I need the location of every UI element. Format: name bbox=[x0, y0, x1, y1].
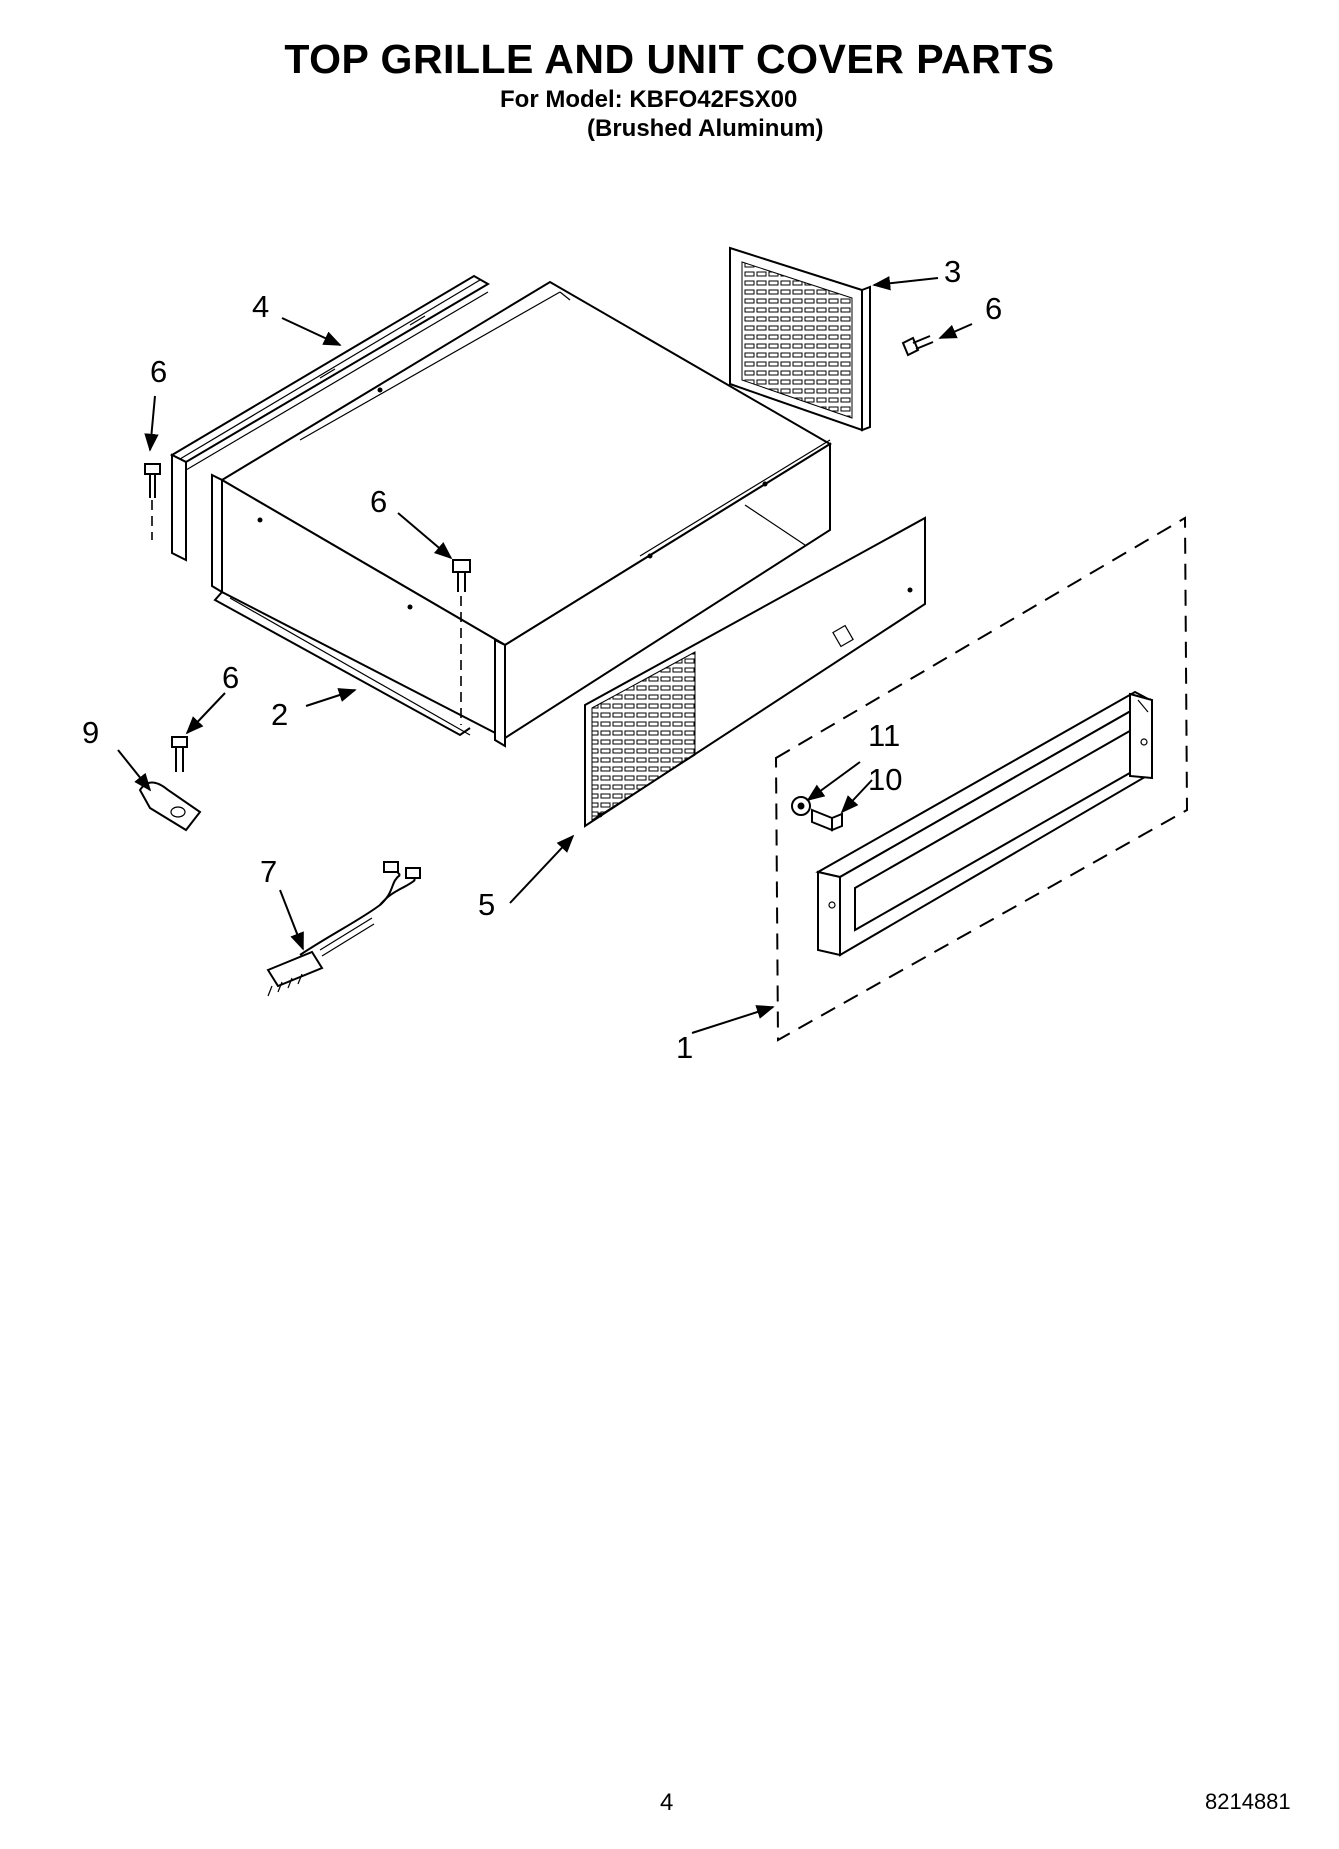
callout-7: 7 bbox=[260, 854, 277, 889]
nut-part-11 bbox=[791, 796, 811, 816]
callout-6-center: 6 bbox=[370, 484, 387, 519]
screw-part-6-a bbox=[144, 463, 161, 540]
screw-part-6-d bbox=[171, 736, 188, 772]
wire-harness-part-7 bbox=[266, 861, 421, 997]
page-number: 4 bbox=[660, 1789, 674, 1816]
rear-trim-strip-part-4 bbox=[169, 274, 490, 562]
unit-cover-part-2 bbox=[211, 280, 832, 748]
callout-10: 10 bbox=[868, 762, 902, 797]
document-number: 8214881 bbox=[1205, 1789, 1291, 1814]
callout-1: 1 bbox=[676, 1030, 693, 1065]
clip-part-10 bbox=[811, 808, 843, 832]
callout-leaders bbox=[117, 276, 973, 1034]
front-grille-panel-part-5 bbox=[584, 516, 926, 828]
screw-part-6-c bbox=[901, 335, 934, 357]
page-title: TOP GRILLE AND UNIT COVER PARTS bbox=[284, 36, 1055, 82]
callout-6-lower: 6 bbox=[222, 660, 239, 695]
callout-6-left: 6 bbox=[150, 354, 167, 389]
callout-2: 2 bbox=[271, 697, 288, 732]
callout-4: 4 bbox=[252, 289, 269, 324]
callout-5: 5 bbox=[478, 887, 495, 922]
callout-9: 9 bbox=[82, 715, 99, 750]
callout-6-right: 6 bbox=[985, 291, 1002, 326]
callout-3: 3 bbox=[944, 254, 961, 289]
front-trim-kit-part-1 bbox=[774, 516, 1189, 1042]
finish-label: (Brushed Aluminum) bbox=[587, 115, 824, 142]
side-louver-panel-part-3 bbox=[729, 246, 871, 432]
callout-11: 11 bbox=[868, 718, 900, 753]
screw-part-6-b bbox=[452, 559, 471, 725]
model-label: For Model: KBFO42FSX00 bbox=[500, 86, 798, 113]
